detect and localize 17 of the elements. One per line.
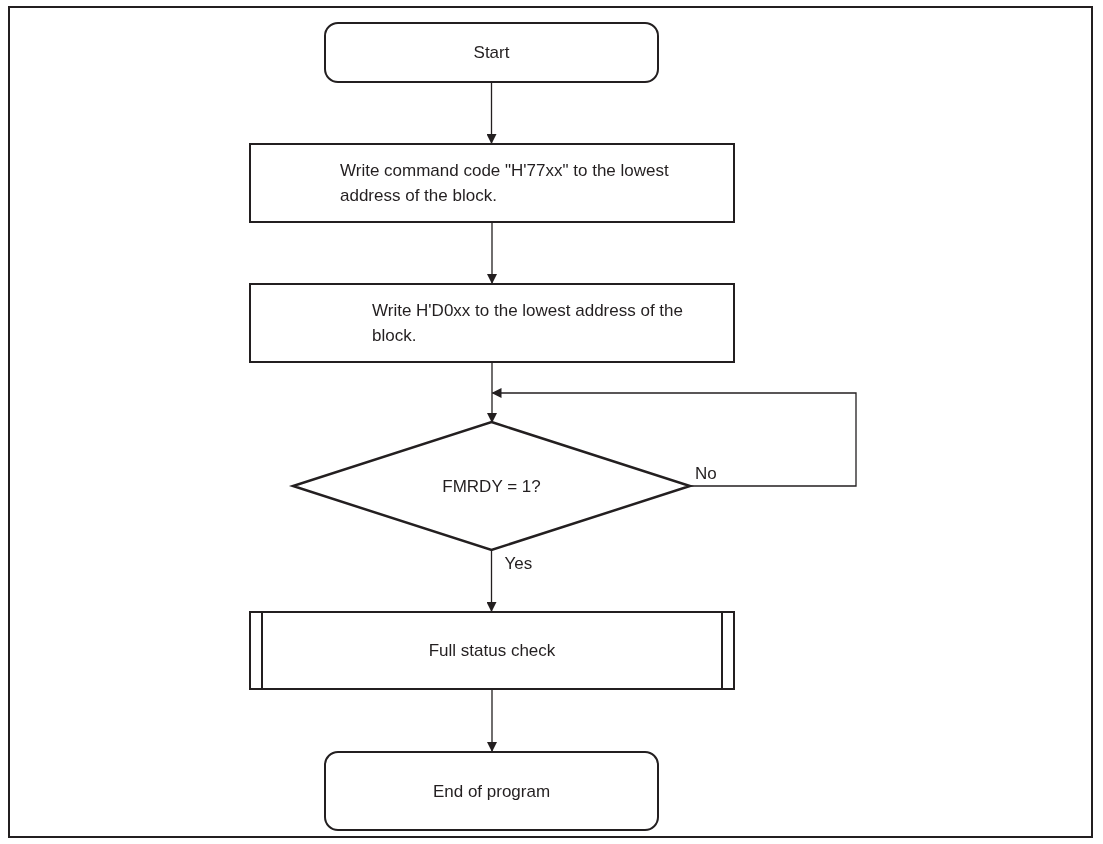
arrow — [487, 222, 497, 284]
terminal-box — [324, 751, 659, 831]
terminal-box — [324, 22, 659, 83]
node-text: FMRDY = 1? — [442, 475, 541, 498]
arrow — [491, 388, 857, 487]
node-text: End of program — [432, 780, 551, 803]
arrow — [487, 362, 497, 423]
node-text: Start — [473, 42, 510, 64]
predefined-process-box — [249, 611, 735, 690]
node-text: Write command code "H'77xx" to the lowest address of the block. — [340, 160, 670, 207]
node-text: Full status check — [428, 640, 556, 662]
node-text: Write H'D0xx to the lowest address of the block. — [372, 300, 684, 347]
arrow — [487, 689, 497, 752]
process-box — [249, 143, 735, 223]
arrow — [486, 82, 497, 144]
arrow — [486, 549, 497, 612]
process-box — [249, 283, 735, 363]
